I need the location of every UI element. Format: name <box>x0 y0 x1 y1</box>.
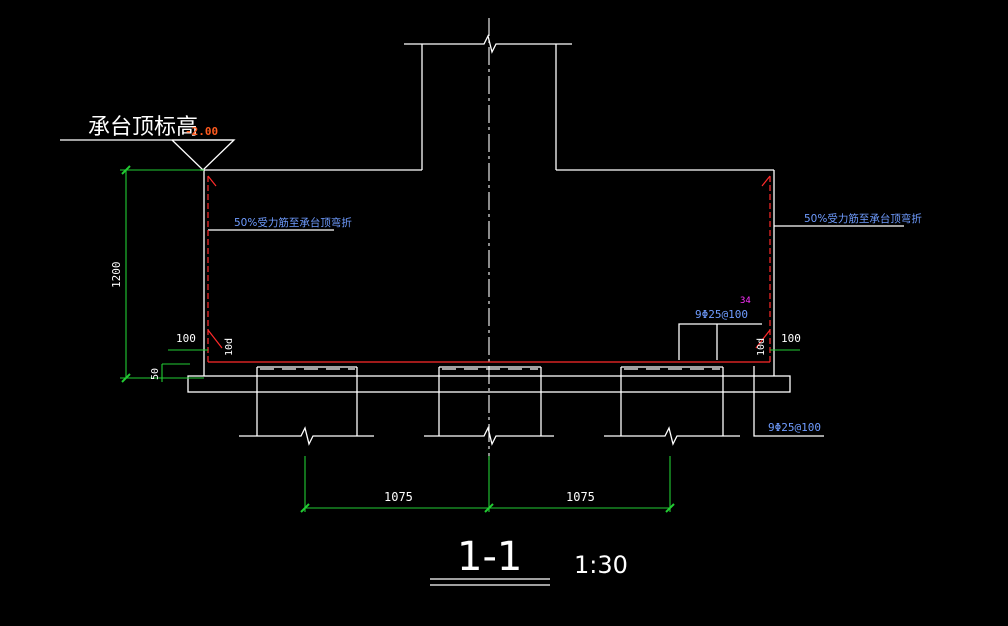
dim-height-label: 1200 <box>110 262 123 289</box>
rebar-group <box>207 175 771 363</box>
dim-cover-right-label: 100 <box>781 332 801 345</box>
note-right: 50%受力筋至承台顶弯折 <box>804 212 922 225</box>
dim-span-left-label: 1075 <box>384 490 413 504</box>
dimension-lines <box>120 169 800 512</box>
elevation-label: 承台顶标高 <box>88 115 198 140</box>
note-left: 50%受力筋至承台顶弯折 <box>234 216 352 229</box>
dim-anchor-left-label: 10d <box>224 338 235 356</box>
rebar-bottom-label: 9Φ25@100 <box>768 421 821 434</box>
dim-anchor-right-label: 10d <box>756 338 767 356</box>
tick-span-mid <box>484 503 494 513</box>
dim-span-right-label: 1075 <box>566 490 595 504</box>
rebar-right-hook <box>761 175 771 187</box>
rebar-left-hook <box>207 175 217 187</box>
rebar-left-bend <box>207 329 223 349</box>
rebar-bottom-leader <box>753 366 824 437</box>
rebar-top-leader <box>678 323 762 360</box>
tick-span-right <box>665 503 675 513</box>
tick-h-bottom <box>121 373 131 383</box>
rebar-count-label: 34 <box>740 296 751 306</box>
pile-left-break-line <box>239 426 374 446</box>
elevation-triangle <box>171 139 236 171</box>
dim-cushion-label: 50 <box>150 368 161 380</box>
pile-mid-break-line <box>424 426 554 446</box>
rebar-top-label: 9Φ25@100 <box>695 308 748 321</box>
dim-cover-left-label: 100 <box>176 332 196 345</box>
tick-h-top <box>121 165 131 175</box>
elevation-value: -2.00 <box>185 125 218 138</box>
pile-right-break-line <box>604 426 740 446</box>
tick-span-left <box>300 503 310 513</box>
concrete-outline <box>60 34 904 586</box>
rebar-right-bend <box>755 329 771 349</box>
dimension-ticks <box>121 165 675 513</box>
section-title: 1-1 <box>457 534 522 580</box>
section-scale: 1:30 <box>574 551 628 579</box>
column-top-break-line <box>404 34 572 54</box>
